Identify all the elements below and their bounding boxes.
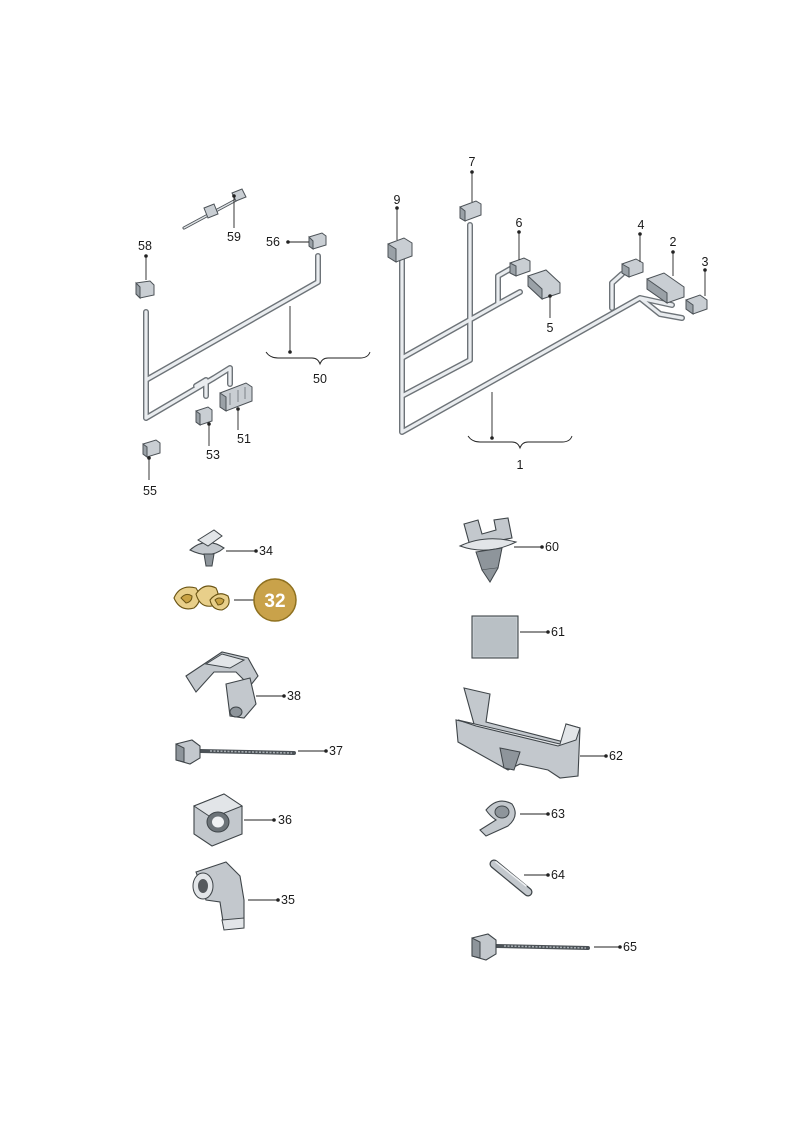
part-number-59: 59 — [227, 230, 241, 244]
part-number-6: 6 — [516, 216, 523, 230]
part-number-50: 50 — [313, 372, 327, 386]
part-number-5: 5 — [547, 321, 554, 335]
part-number-1: 1 — [517, 458, 524, 472]
part-number-64: 64 — [551, 868, 565, 882]
part-number-65: 65 — [623, 940, 637, 954]
threaded-bolt-icon[interactable] — [175, 739, 296, 765]
cable-holder-icon[interactable] — [479, 800, 516, 837]
angled-connector-icon[interactable] — [185, 651, 259, 719]
leader-lines — [144, 170, 707, 949]
connector-housing-icon[interactable] — [135, 232, 327, 458]
spacer-rod-icon[interactable] — [489, 859, 533, 897]
part-number-63: 63 — [551, 807, 565, 821]
part-number-53: 53 — [206, 448, 220, 462]
part-number-2: 2 — [670, 235, 677, 249]
part-number-56: 56 — [266, 235, 280, 249]
clip-set-icon[interactable] — [173, 585, 230, 611]
part-number-60: 60 — [545, 540, 559, 554]
part-number-36: 36 — [278, 813, 292, 827]
part-number-4: 4 — [638, 218, 645, 232]
cable-tie-icon[interactable] — [182, 188, 247, 230]
expanding-clip-icon[interactable] — [189, 529, 225, 567]
elbow-connector-icon[interactable] — [192, 861, 245, 931]
part-number-37: 37 — [329, 744, 343, 758]
mounting-bracket-icon[interactable] — [455, 687, 581, 779]
part-number-62: 62 — [609, 749, 623, 763]
threaded-bolt-icon[interactable] — [471, 933, 590, 961]
wiring-harness-50[interactable] — [143, 253, 321, 421]
part-number-7: 7 — [469, 155, 476, 169]
wiring-harness-1[interactable] — [399, 222, 685, 435]
part-number-32: 32 — [264, 591, 285, 612]
part-number-34: 34 — [259, 544, 273, 558]
part-number-55: 55 — [143, 484, 157, 498]
connector-housing-icon[interactable] — [387, 200, 708, 315]
highlight-badge-32[interactable]: 32 — [253, 578, 297, 622]
part-number-9: 9 — [394, 193, 401, 207]
part-number-38: 38 — [287, 689, 301, 703]
part-number-35: 35 — [281, 893, 295, 907]
foam-pad-icon[interactable] — [471, 615, 519, 659]
nut-housing-icon[interactable] — [192, 793, 244, 847]
push-rivet-icon[interactable] — [458, 517, 518, 583]
part-number-61: 61 — [551, 625, 565, 639]
part-number-labels: 58 59 56 50 51 53 55 9 7 6 5 4 2 3 1 34 … — [138, 155, 708, 954]
part-number-58: 58 — [138, 239, 152, 253]
part-number-51: 51 — [237, 432, 251, 446]
part-number-3: 3 — [702, 255, 709, 269]
